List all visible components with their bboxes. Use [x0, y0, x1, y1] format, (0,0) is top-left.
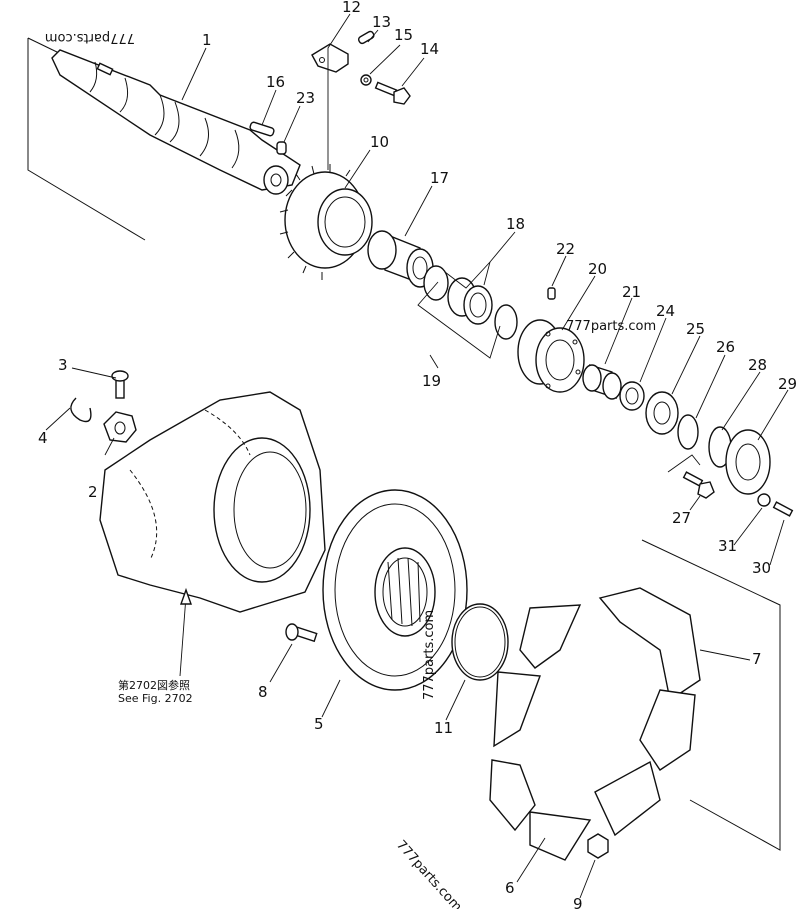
sprocket-hub [279, 164, 373, 280]
hub-flange [322, 489, 468, 691]
large-o-ring [451, 603, 509, 681]
o-ring-right [494, 304, 518, 340]
leader-lines [45, 13, 789, 899]
sprocket-segments [489, 587, 701, 861]
washer-small [360, 74, 372, 86]
callout-11: 11 [434, 719, 453, 737]
final-drive-housing [99, 391, 326, 613]
end-cover [725, 429, 771, 495]
callout-24: 24 [656, 302, 675, 320]
lock-plate [311, 43, 349, 73]
callout-17: 17 [430, 169, 449, 187]
bolt-hub [285, 623, 318, 643]
seal-group [447, 277, 493, 325]
watermark-bottom: 777parts.com [393, 838, 464, 909]
callout-31: 31 [718, 537, 737, 555]
callout-14: 14 [420, 40, 439, 58]
callout-2: 2 [88, 483, 98, 501]
bolt-cover-right [772, 501, 794, 517]
callout-21: 21 [622, 283, 641, 301]
callout-labels: 1 2 3 4 5 6 7 8 9 10 11 12 13 14 15 16 1… [38, 0, 797, 909]
reference-line-en: See Fig. 2702 [118, 692, 193, 705]
retainer-ring [70, 397, 92, 423]
callout-23: 23 [296, 89, 315, 107]
bolt-cover-left [682, 471, 715, 499]
bushing [367, 230, 434, 288]
callout-6: 6 [505, 879, 515, 897]
reference-line-jp: 第2702図参照 [118, 678, 190, 692]
callout-19: 19 [422, 372, 441, 390]
callout-12: 12 [342, 0, 361, 16]
cage [517, 319, 585, 393]
callout-3: 3 [58, 356, 68, 374]
callout-7: 7 [752, 650, 762, 668]
callout-15: 15 [394, 26, 413, 44]
lock-washer [677, 414, 699, 450]
pin [276, 141, 287, 155]
o-ring-left [423, 265, 449, 301]
figure-reference-note: 第2702図参照 See Fig. 2702 [118, 678, 193, 705]
pin-small [357, 30, 375, 45]
lock-nut [103, 411, 137, 443]
callout-30: 30 [752, 559, 771, 577]
callout-20: 20 [588, 260, 607, 278]
callout-13: 13 [372, 13, 391, 31]
callout-5: 5 [314, 715, 324, 733]
bolt-left [111, 370, 129, 399]
sleeve [582, 364, 622, 400]
callout-16: 16 [266, 73, 285, 91]
thrust-washer [619, 381, 645, 411]
watermark-top: 777parts.com [45, 30, 135, 45]
callout-10: 10 [370, 133, 389, 151]
callout-22: 22 [556, 240, 575, 258]
callout-29: 29 [778, 375, 797, 393]
callout-1: 1 [202, 31, 212, 49]
watermark-mid: 777parts.com [566, 319, 656, 334]
callout-25: 25 [686, 320, 705, 338]
segment-nut [587, 833, 609, 859]
round-nut [645, 391, 679, 435]
key [249, 121, 275, 137]
bolt-top [374, 81, 411, 105]
washer-cover [757, 493, 771, 507]
pin-cage [547, 287, 556, 300]
callout-18: 18 [506, 215, 525, 233]
callout-27: 27 [672, 509, 691, 527]
shaft [51, 49, 301, 195]
callout-8: 8 [258, 683, 268, 701]
watermark-vertical: 777parts.com [422, 610, 437, 700]
callout-28: 28 [748, 356, 767, 374]
callout-4: 4 [38, 429, 48, 447]
callout-26: 26 [716, 338, 735, 356]
callout-9: 9 [573, 895, 583, 909]
